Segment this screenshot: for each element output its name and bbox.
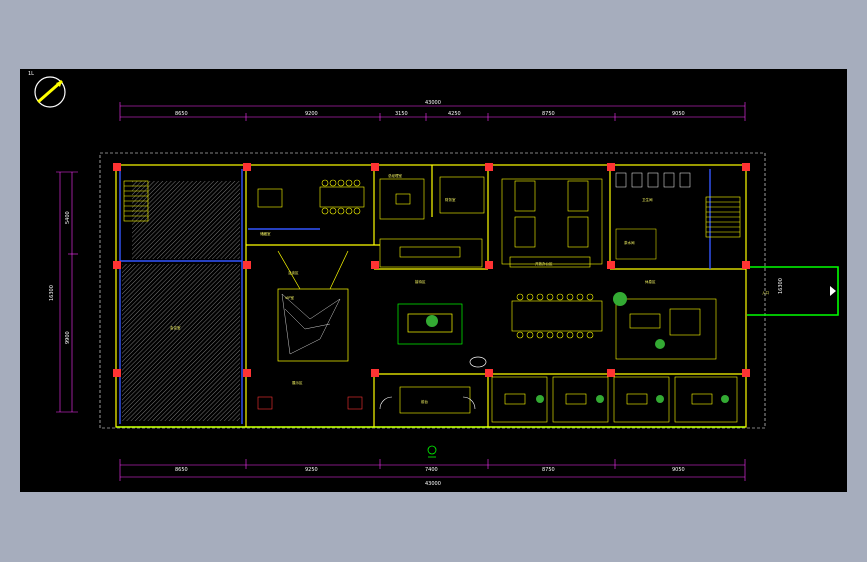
room-label-meeting: 会议室 (170, 325, 181, 330)
left-overall-dim: 16300 (49, 285, 55, 301)
office-rows (491, 376, 738, 423)
bottom-dim-3: 7400 (425, 467, 438, 473)
right-dim: 16300 (778, 278, 784, 294)
bottom-dim-2: 9250 (305, 467, 318, 473)
top-dim-4: 4250 (448, 111, 461, 117)
stair-icon (123, 180, 741, 238)
floor-plan: 1L 43000 8650 9200 3150 4250 8750 9050 8… (28, 71, 839, 487)
main-walls (115, 164, 747, 428)
room-label-vip: VIP室 (285, 295, 295, 300)
right-arrow-icon (830, 286, 836, 296)
room-label-storage: 储藏室 (260, 231, 271, 236)
restroom-fixtures (615, 172, 691, 260)
top-dim-5: 8750 (542, 111, 555, 117)
room-label-lounge: 休息区 (645, 279, 656, 284)
columns (113, 163, 750, 377)
left-dimension-chain (56, 171, 78, 413)
meeting-table-furniture (257, 176, 603, 268)
entrance-area (257, 386, 476, 414)
bottom-dim-5: 9050 (672, 467, 685, 473)
top-overall-dim: 43000 (425, 100, 441, 106)
room-label-entrance: 入口 (762, 290, 770, 295)
bottom-dim-4: 8750 (542, 467, 555, 473)
lounge-furniture (511, 292, 717, 360)
top-dim-2: 9200 (305, 111, 318, 117)
glass-partitions (119, 169, 711, 424)
room-label-front-desk: 前台 (421, 399, 429, 404)
bottom-overall-dim: 43000 (425, 481, 441, 487)
top-dim-6: 9050 (672, 111, 685, 117)
entry-marker-icon (427, 445, 437, 458)
room-label-open-office: 开放办公区 (535, 261, 553, 266)
left-dim-1: 5400 (65, 211, 71, 224)
bottom-dimension-chain (119, 459, 746, 481)
top-dim-1: 8650 (175, 111, 188, 117)
room-label-pantry: 茶水间 (624, 240, 635, 245)
top-dimension-chain (119, 102, 746, 121)
bottom-dim-1: 8650 (175, 467, 188, 473)
hatched-area (122, 264, 240, 421)
room-label-negotiation: 洽谈区 (288, 270, 299, 275)
left-dim-2: 9900 (65, 331, 71, 344)
north-arrow-icon: 1L (28, 71, 66, 108)
building-outline (99, 152, 766, 429)
display-zone (277, 250, 487, 368)
top-dim-3: 3150 (395, 111, 408, 117)
cad-drawing-canvas[interactable]: 1L 43000 8650 9200 3150 4250 8750 9050 8… (20, 69, 847, 492)
room-label-display: 展示区 (292, 380, 303, 385)
room-label-reception: 接待区 (415, 279, 426, 284)
room-label-manager: 总经理室 (388, 173, 402, 178)
room-label-restroom: 卫生间 (642, 197, 653, 202)
hatched-stair-area (132, 181, 240, 259)
room-label-finance: 财务室 (445, 197, 456, 202)
north-label: 1L (28, 71, 34, 77)
